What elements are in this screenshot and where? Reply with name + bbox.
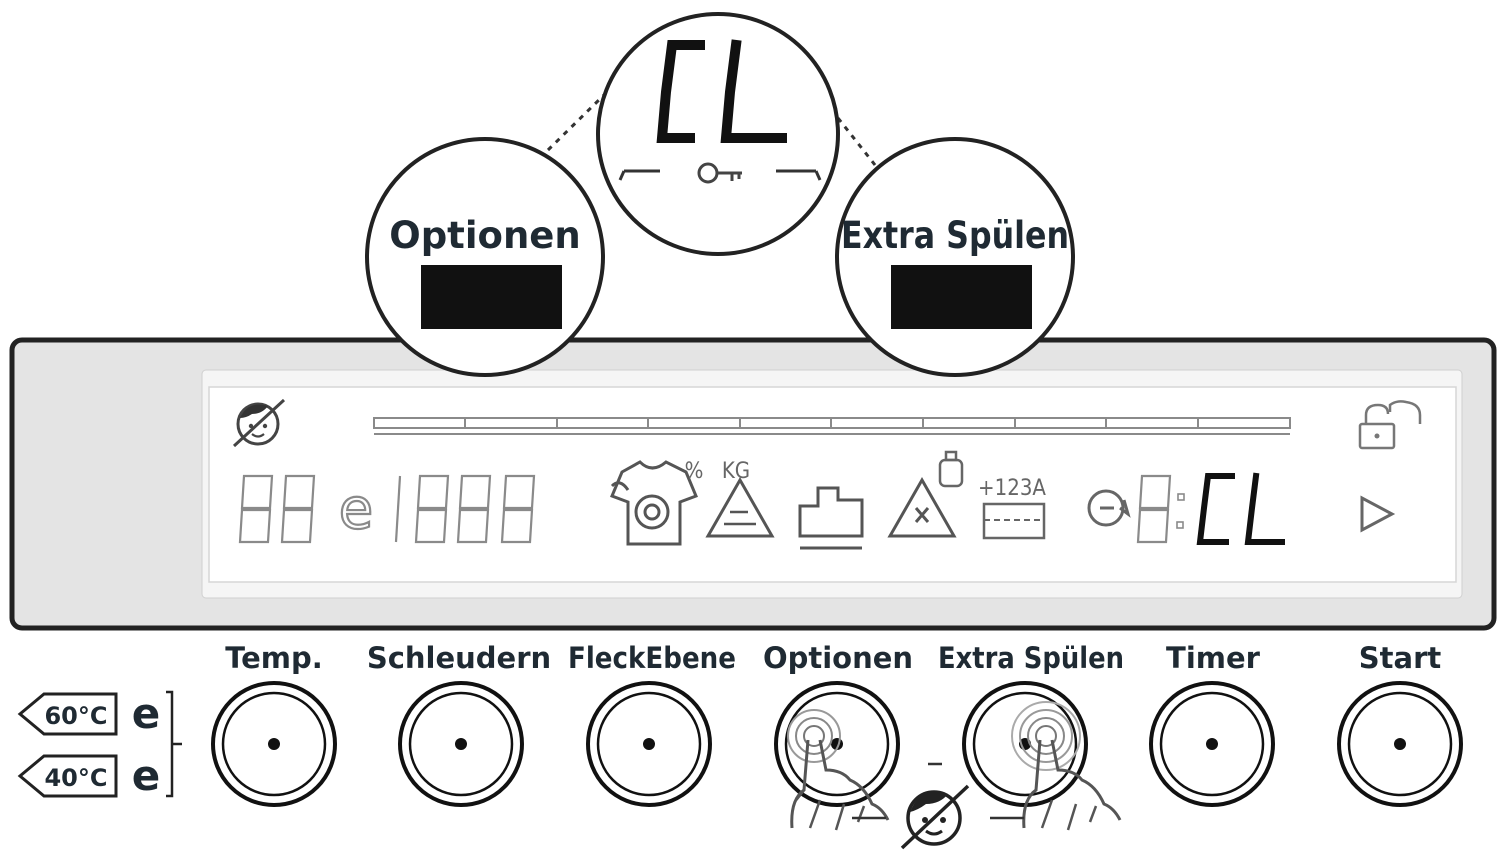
- callout-connector-right: [836, 117, 877, 166]
- optionen-label: Optionen: [763, 641, 913, 675]
- eco-badge-40: 40°C e: [17, 751, 161, 800]
- detergent-dosing-label: +123A: [978, 476, 1046, 501]
- detergent-drawer-icon: [982, 502, 1046, 540]
- lcd-display: [208, 386, 1457, 583]
- timer-label: Timer: [1166, 641, 1261, 675]
- control-panel: [9, 337, 1497, 631]
- spin-segment-display: [394, 474, 536, 544]
- program-progress-bar: [373, 417, 1291, 435]
- load-percent-label: %: [685, 459, 704, 484]
- schleudern-button[interactable]: [398, 681, 524, 807]
- time-segment-display: [1136, 474, 1185, 544]
- eco-badge-60: 60°C e: [17, 689, 161, 738]
- status-code-display: [1196, 472, 1285, 545]
- extra-spuelen-label: Extra Spülen: [938, 641, 1124, 675]
- button-labels: Temp. Schleudern FleckEbene Optionen Ext…: [225, 641, 1441, 675]
- child-lock-combo-icon: [852, 762, 1024, 850]
- play-icon: [1360, 495, 1396, 533]
- extra-spuelen-button[interactable]: [962, 681, 1088, 807]
- timer-icon: [1087, 489, 1131, 527]
- stain-level-icon: [610, 460, 698, 546]
- key-icon: [697, 162, 742, 184]
- temp-button[interactable]: [211, 681, 337, 807]
- timer-button[interactable]: [1149, 681, 1275, 807]
- eco-bracket: [166, 690, 182, 798]
- optionen-button-indicator: [421, 265, 562, 329]
- fleckebene-label: FleckEbene: [568, 641, 736, 675]
- child-lock-icon: [232, 398, 286, 448]
- error-warning-icon: [887, 476, 957, 538]
- eco-badge-40-letter: e: [132, 751, 161, 800]
- callout-optionen: Optionen: [365, 137, 605, 377]
- load-warning-icon: [705, 476, 775, 538]
- pressing-hand-icon: [787, 709, 890, 831]
- unlock-icon: [1358, 400, 1422, 450]
- callout-extra-spuelen-label: Extra Spülen: [841, 214, 1069, 257]
- eco-badge-40-temp: 40°C: [44, 764, 107, 792]
- callout-connector-left: [546, 93, 606, 152]
- extra-spuelen-button-indicator: [891, 265, 1032, 329]
- callout-optionen-label: Optionen: [389, 214, 581, 257]
- start-button[interactable]: [1337, 681, 1463, 807]
- eco-badge-60-temp: 60°C: [44, 702, 107, 730]
- eco-indicator: e: [339, 477, 373, 542]
- eco-badge-60-letter: e: [132, 689, 161, 738]
- weight-icon: [938, 450, 964, 488]
- fleckebene-button[interactable]: [586, 681, 712, 807]
- callout-display-zoom: [596, 12, 840, 256]
- temperature-segment-display: [238, 474, 316, 544]
- temp-label: Temp.: [225, 641, 323, 675]
- pressing-hand-icon-2: [1011, 701, 1122, 831]
- rinse-icon: [798, 486, 864, 550]
- optionen-button[interactable]: [774, 681, 900, 807]
- callout-extra-spuelen: Extra Spülen: [835, 137, 1075, 377]
- load-kg-label: KG: [722, 459, 750, 484]
- callout-cl-digits: [656, 39, 787, 143]
- start-label: Start: [1359, 641, 1442, 675]
- schleudern-label: Schleudern: [367, 641, 551, 675]
